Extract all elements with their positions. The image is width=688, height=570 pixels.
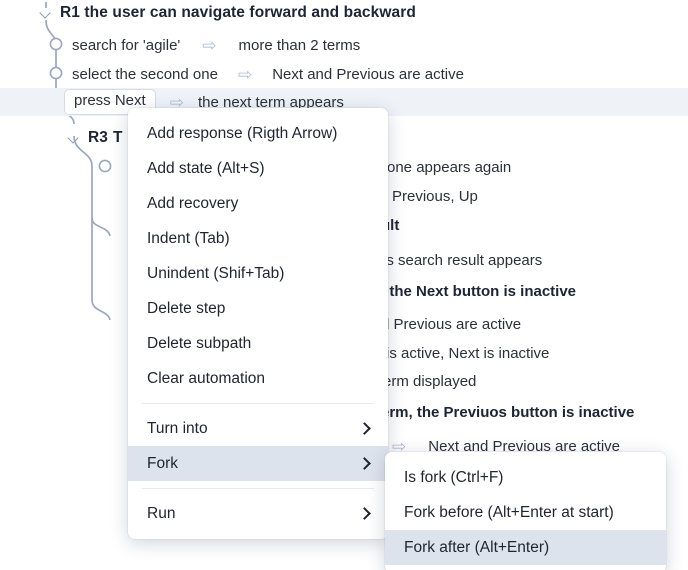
occluded-text: is search result appears xyxy=(383,251,543,269)
submenu-item-fork-before[interactable]: Fork before (Alt+Enter at start) xyxy=(385,495,666,530)
menu-item-indent[interactable]: Indent (Tab) xyxy=(128,221,388,256)
menu-item-add-state[interactable]: Add state (Alt+S) xyxy=(128,151,388,186)
occluded-line-9: erm, the Previuos button is inactive xyxy=(0,397,688,427)
menu-item-label: Add response (Rigth Arrow) xyxy=(147,124,338,142)
occluded-text: erm, the Previuos button is inactive xyxy=(381,403,635,421)
right-arrow-icon: ⇨ xyxy=(169,92,184,112)
menu-item-label: Add recovery xyxy=(147,194,239,212)
menu-item-label: Run xyxy=(147,504,176,522)
step-row-2[interactable]: select the second one ⇨ Next and Previou… xyxy=(0,59,688,89)
fork-submenu[interactable]: Is fork (Ctrl+F) Fork before (Alt+Enter … xyxy=(385,452,666,570)
step-response-1[interactable]: more than 2 terms xyxy=(238,36,361,54)
chevron-down-icon[interactable] xyxy=(66,130,82,146)
menu-divider xyxy=(142,488,374,489)
occluded-line-6: d Previous are active xyxy=(0,309,688,339)
right-arrow-icon: ⇨ xyxy=(237,64,253,84)
menu-item-label: Delete step xyxy=(147,299,226,317)
menu-item-turn-into[interactable]: Turn into xyxy=(128,411,388,446)
rule-label-r3: R3 xyxy=(88,129,109,146)
chevron-right-icon xyxy=(360,424,370,434)
occluded-text: erm displayed xyxy=(383,372,477,390)
menu-item-add-recovery[interactable]: Add recovery xyxy=(128,186,388,221)
step-action-2[interactable]: select the second one xyxy=(72,65,218,83)
step-response-3[interactable]: the next term appears xyxy=(197,93,344,111)
menu-item-label: Indent (Tab) xyxy=(147,229,230,247)
occluded-text: , the Next button is inactive xyxy=(381,282,577,300)
menu-item-run[interactable]: Run xyxy=(128,496,388,531)
occluded-line-8: erm displayed xyxy=(0,366,688,396)
chevron-down-icon[interactable] xyxy=(38,5,54,21)
occluded-text: is active, Next is inactive xyxy=(386,344,550,362)
menu-item-delete-step[interactable]: Delete step xyxy=(128,291,388,326)
occluded-line-2: Previous, Up xyxy=(0,181,688,211)
menu-item-label: Add state (Alt+S) xyxy=(147,159,265,177)
right-arrow-icon: ⇨ xyxy=(202,35,217,55)
menu-item-add-response[interactable]: Add response (Rigth Arrow) xyxy=(128,116,388,151)
menu-item-label: Unindent (Shif+Tab) xyxy=(147,264,285,282)
occluded-text: Next and Previous are active xyxy=(428,437,621,455)
submenu-item-label: Fork after (Alt+Enter) xyxy=(404,538,550,556)
submenu-item-label: Fork before (Alt+Enter at start) xyxy=(404,503,614,521)
submenu-item-label: Is fork (Ctrl+F) xyxy=(404,468,504,486)
menu-divider xyxy=(142,403,374,404)
context-menu[interactable]: Add response (Rigth Arrow) Add state (Al… xyxy=(128,108,388,539)
rule-title-r1: R1 the user can navigate forward and bac… xyxy=(60,4,416,21)
right-arrow-icon: ⇨ xyxy=(392,436,407,456)
menu-item-delete-subpath[interactable]: Delete subpath xyxy=(128,326,388,361)
occluded-text: Previous, Up xyxy=(392,187,478,205)
occluded-line-5: , the Next button is inactive xyxy=(0,276,688,306)
menu-item-label: Clear automation xyxy=(147,369,266,387)
chevron-right-icon xyxy=(360,459,370,469)
rule-row-r1[interactable]: R1 the user can navigate forward and bac… xyxy=(0,0,688,28)
submenu-item-fork-after[interactable]: Fork after (Alt+Enter) xyxy=(385,530,666,565)
occluded-line-7: is active, Next is inactive xyxy=(0,338,688,368)
menu-item-fork[interactable]: Fork xyxy=(128,446,388,481)
menu-item-unindent[interactable]: Unindent (Shif+Tab) xyxy=(128,256,388,291)
menu-item-clear-automation[interactable]: Clear automation xyxy=(128,361,388,396)
menu-item-label: Turn into xyxy=(147,419,208,437)
step-response-2[interactable]: Next and Previous are active xyxy=(272,65,464,83)
chevron-right-icon xyxy=(360,509,370,519)
menu-item-label: Fork xyxy=(147,454,178,472)
occluded-line-1: one appears again xyxy=(0,152,688,182)
occluded-text: one appears again xyxy=(387,158,512,176)
step-action-1[interactable]: search for 'agile' xyxy=(72,36,181,54)
submenu-item-is-fork[interactable]: Is fork (Ctrl+F) xyxy=(385,460,666,495)
rule-row-r3[interactable]: R3 T xyxy=(0,123,688,153)
occluded-line-10: ⇨ Next and Previous are active xyxy=(0,431,688,461)
rule-title-r3-fragment: T xyxy=(113,129,123,146)
occluded-line-4: is search result appears xyxy=(0,245,688,275)
occluded-text: d Previous are active xyxy=(381,315,522,333)
menu-item-label: Delete subpath xyxy=(147,334,252,352)
step-row-1[interactable]: search for 'agile' ⇨ more than 2 terms xyxy=(0,30,688,60)
